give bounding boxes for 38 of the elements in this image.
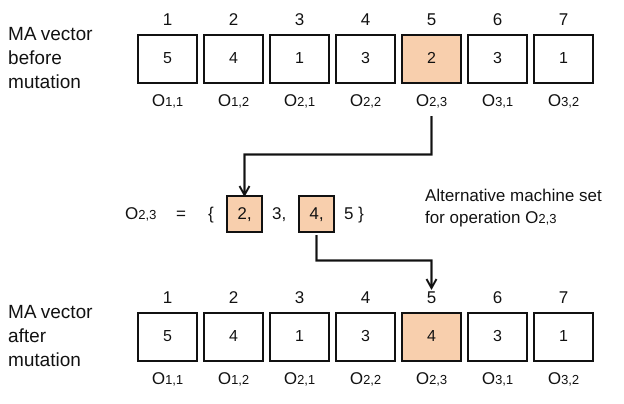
row-heading: MA vector after mutation	[8, 301, 94, 373]
vector-cell: 5	[137, 34, 198, 84]
machine-option-box: 4,	[298, 195, 335, 233]
vector-cell: 4	[203, 34, 264, 84]
position-number: 5	[426, 288, 438, 308]
position-number: 2	[228, 288, 240, 308]
position-number: 2	[228, 10, 240, 30]
position-number: 6	[492, 10, 504, 30]
vector-cell: 1	[533, 34, 594, 84]
vector-cell: 2	[401, 34, 462, 84]
vector-cell: 1	[269, 312, 330, 362]
vector-cell: 3	[467, 312, 528, 362]
position-number: 5	[426, 10, 438, 30]
equals-sign: =	[176, 203, 186, 225]
vector-cell: 5	[137, 312, 198, 362]
set-element: 3,	[272, 203, 286, 225]
row-heading: MA vector before mutation	[8, 23, 94, 95]
brace: {	[208, 203, 214, 225]
vector-cell: 3	[467, 34, 528, 84]
position-number: 7	[558, 10, 570, 30]
arrow	[238, 116, 433, 196]
machine-option-box: 2,	[226, 195, 263, 233]
position-number: 1	[162, 10, 174, 30]
vector-cell: 1	[269, 34, 330, 84]
position-number: 3	[294, 288, 306, 308]
position-number: 1	[162, 288, 174, 308]
vector-cell: 3	[335, 312, 396, 362]
vector-cell: 3	[335, 34, 396, 84]
position-number: 4	[360, 10, 372, 30]
position-number: 4	[360, 288, 372, 308]
position-number: 3	[294, 10, 306, 30]
vector-cell: 1	[533, 312, 594, 362]
vector-cell: 4	[401, 312, 462, 362]
arrow	[315, 235, 438, 289]
vector-cell: 4	[203, 312, 264, 362]
set-element: 5 }	[344, 203, 364, 225]
position-number: 6	[492, 288, 504, 308]
position-number: 7	[558, 288, 570, 308]
